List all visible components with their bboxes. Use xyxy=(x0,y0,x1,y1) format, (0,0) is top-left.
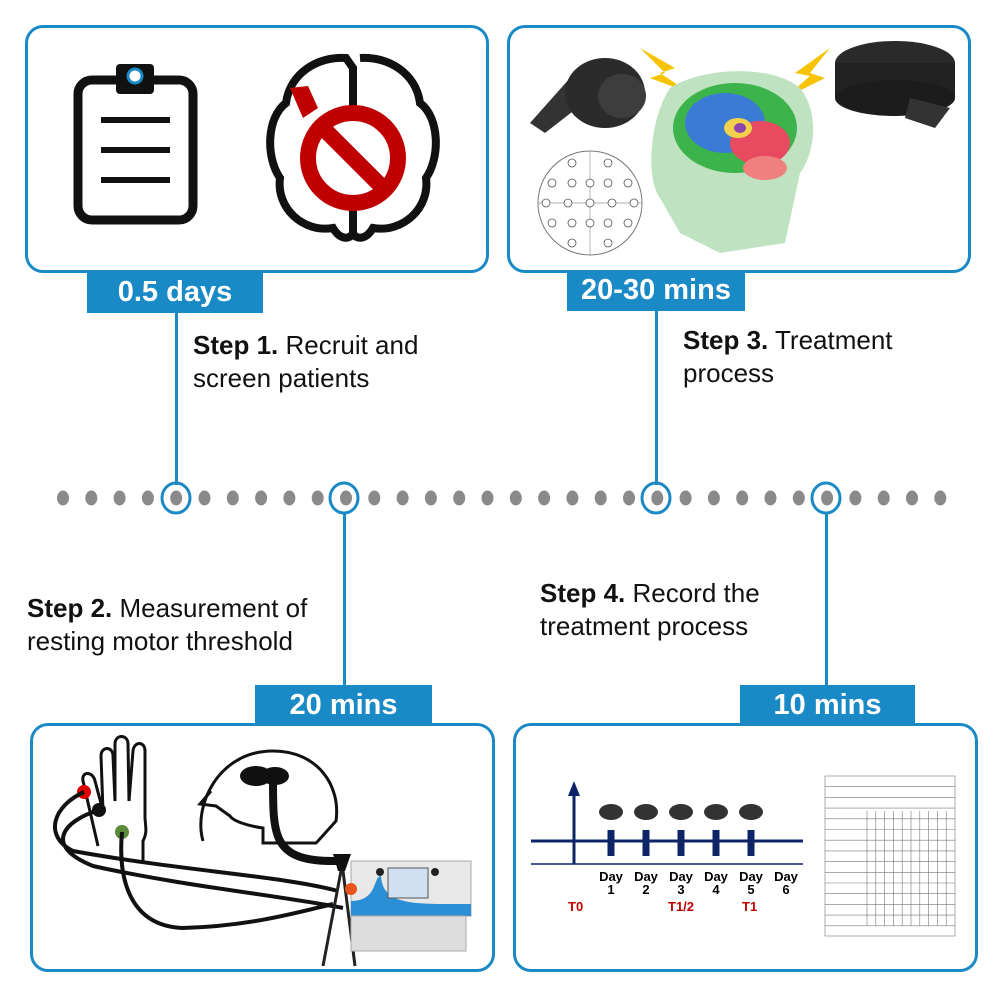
timeline-dot xyxy=(113,490,126,506)
timeline-dot xyxy=(141,490,154,506)
session-bar xyxy=(712,830,720,856)
timeline-dot xyxy=(849,490,862,506)
hand-electrodes-icon xyxy=(52,735,344,931)
tms-coil-icon xyxy=(599,804,623,820)
tms-coil-icon xyxy=(704,804,728,820)
head-brain-icon xyxy=(197,749,343,865)
timeline-dot xyxy=(198,490,211,506)
tms-coil-icon xyxy=(669,804,693,820)
stimulator-device-icon xyxy=(321,854,472,967)
marker-t1: T1 xyxy=(742,899,758,914)
timeline-dot xyxy=(340,490,352,506)
timeline-dot xyxy=(283,490,296,506)
step1-panel xyxy=(25,25,489,273)
connector-step1 xyxy=(175,313,178,485)
timeline-milestone-ring xyxy=(160,481,192,515)
timeline-dot xyxy=(509,490,522,506)
session-bar xyxy=(642,830,650,856)
timeline-dot xyxy=(566,490,579,506)
clipboard-icon xyxy=(73,64,198,225)
timeline-dot xyxy=(368,490,381,506)
timeline-dot xyxy=(594,490,607,506)
step2-panel xyxy=(30,723,495,972)
eeg-electrode-map-icon xyxy=(537,150,643,256)
timeline-milestone-ring xyxy=(640,481,672,515)
timeline-dot xyxy=(170,490,183,506)
timeline-dot xyxy=(538,490,551,506)
timeline-dot xyxy=(651,490,664,506)
tms-coil-icon xyxy=(739,804,763,820)
connector-step4 xyxy=(825,512,828,686)
timeline-dot xyxy=(226,490,239,506)
timeline-dot xyxy=(85,490,98,506)
timeline-dot xyxy=(396,490,409,506)
tms-coil-icon xyxy=(634,804,658,820)
duration-badge-step1: 0.5 days xyxy=(87,272,263,313)
marker-t1-2: T1/2 xyxy=(668,899,695,914)
timeline-dot xyxy=(57,490,69,506)
step3-description: Step 3. Treatment process xyxy=(683,325,893,388)
marker-t0: T0 xyxy=(568,899,584,914)
timeline-dot xyxy=(311,490,324,506)
connector-step3 xyxy=(655,311,658,485)
step2-description: Step 2. Measurement of resting motor thr… xyxy=(27,593,308,656)
duration-badge-step2: 20 mins xyxy=(255,685,432,726)
timeline-dot xyxy=(623,490,635,506)
step3-panel xyxy=(507,25,971,273)
timeline-dot xyxy=(736,490,749,506)
timeline-dot xyxy=(821,490,834,506)
step4-description: Step 4. Record the treatment process xyxy=(540,578,760,641)
tms-coil-icon xyxy=(530,41,955,133)
record-form xyxy=(824,775,956,937)
timeline-dot xyxy=(906,490,918,506)
duration-badge-step3: 20-30 mins xyxy=(567,270,745,311)
treatment-timeline xyxy=(531,781,803,865)
timeline-dot xyxy=(764,490,777,506)
timeline-dot xyxy=(679,490,692,506)
timeline-milestone-ring xyxy=(810,481,842,515)
connector-step2 xyxy=(343,512,346,686)
timeline-milestone-ring xyxy=(328,481,360,515)
step1-description: Step 1. Recruit and screen patients xyxy=(193,330,419,393)
session-bar xyxy=(607,830,615,856)
duration-badge-step4: 10 mins xyxy=(740,685,915,726)
session-bar xyxy=(677,830,685,856)
brain-prohibited-icon xyxy=(266,53,440,242)
session-bar xyxy=(747,830,755,856)
timeline-dot xyxy=(453,490,466,506)
timeline-dot xyxy=(934,490,947,506)
timeline-dot xyxy=(707,490,720,506)
brain-icon xyxy=(651,71,814,253)
timeline-dot xyxy=(255,490,268,506)
timeline-dot xyxy=(877,490,890,506)
timeline-dot xyxy=(481,490,494,506)
timeline-dot xyxy=(424,490,437,506)
timeline-dot xyxy=(792,490,805,506)
